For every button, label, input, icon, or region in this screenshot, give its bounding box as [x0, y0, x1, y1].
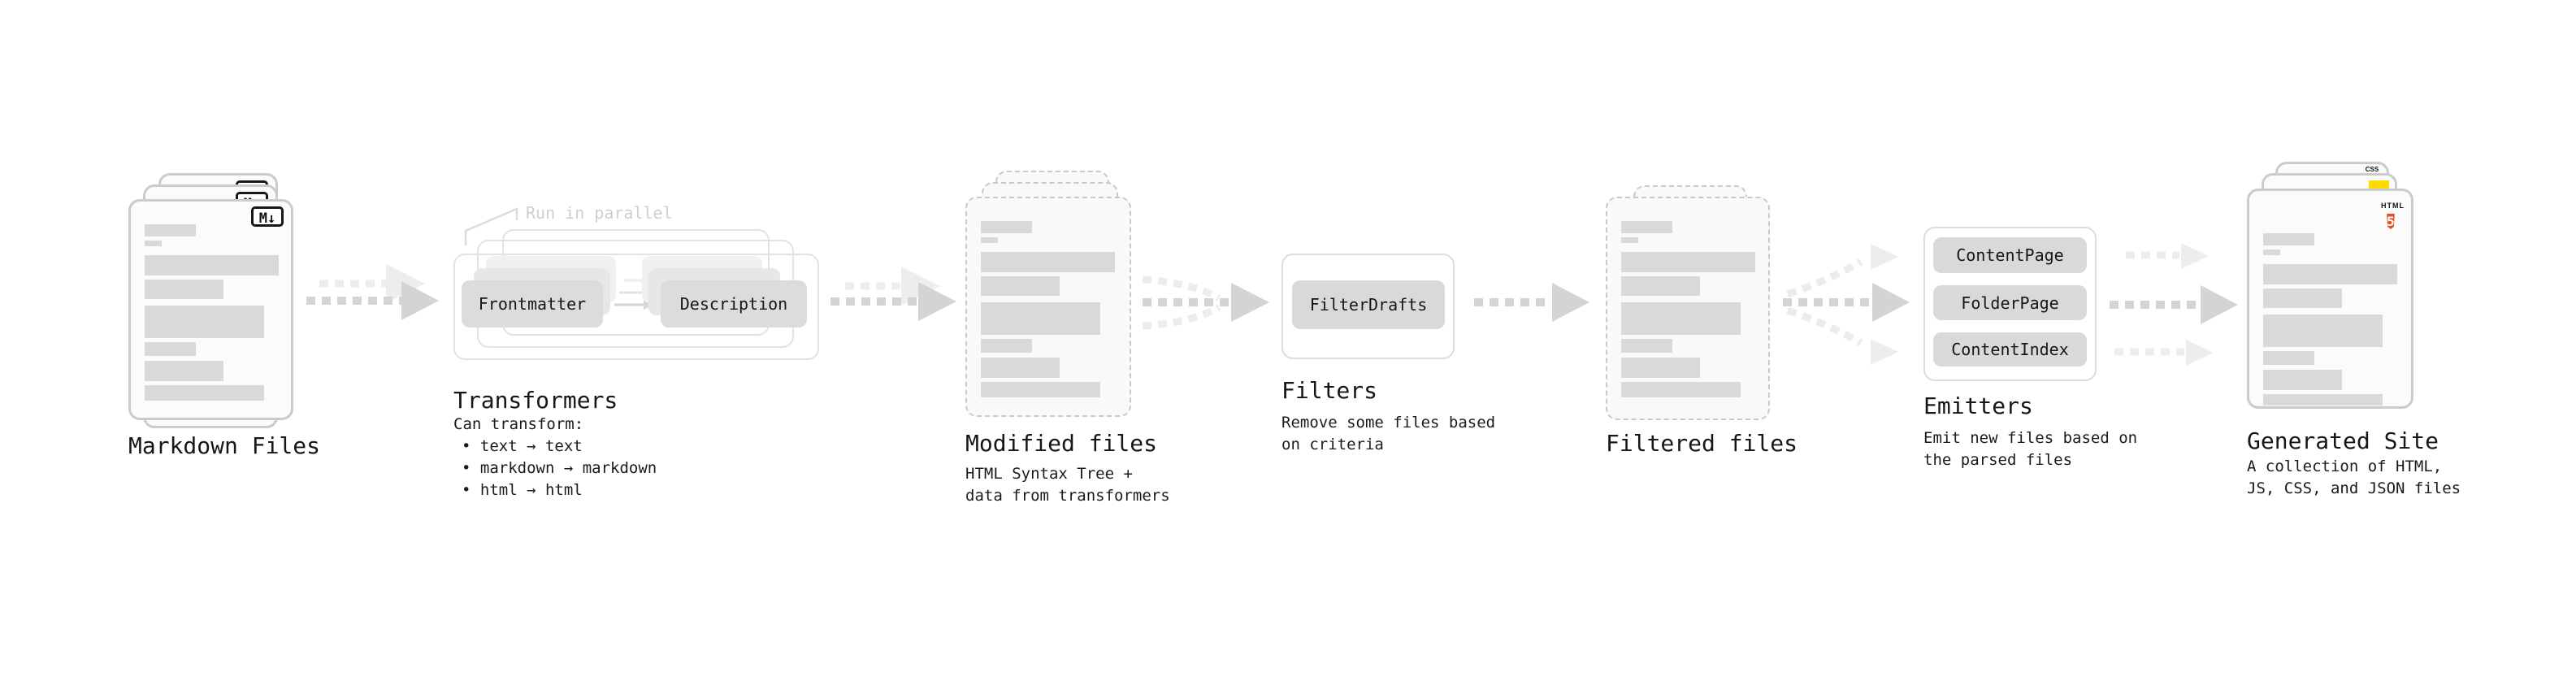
file-card-bar [145, 361, 223, 381]
stage-label: Transformers [453, 387, 618, 414]
description-line: Remove some files based [1281, 414, 1496, 432]
file-card-bar [2263, 314, 2383, 347]
stage-description: Emit new files based on the parsed files [1923, 427, 2137, 471]
emitter-box-folderpage: FolderPage [1933, 285, 2087, 320]
file-card-bar [145, 385, 264, 401]
file-card-bar [1621, 302, 1741, 335]
file-text-bars [2263, 233, 2397, 406]
file-card-bar [145, 255, 279, 275]
file-card-bar [145, 306, 264, 338]
file-card-bar [2263, 394, 2383, 406]
stage-description: Can transform: • text → text • markdown … [453, 414, 657, 501]
arrow-transformers-to-modified [830, 267, 956, 321]
js-icon [2369, 180, 2389, 190]
stage-label: Filtered files [1606, 430, 1798, 457]
emitter-box-contentpage: ContentPage [1933, 237, 2087, 273]
stage-label: Emitters [1923, 393, 2033, 419]
file-card-bar [1621, 276, 1700, 296]
file-card-bar [145, 241, 162, 246]
arrow-filters-to-filtered [1474, 283, 1589, 322]
transformer-container [453, 254, 819, 360]
file-text-bars [145, 224, 279, 401]
file-card-bar [1621, 339, 1672, 353]
css-icon-text: CSS [2365, 166, 2379, 173]
description-line: A collection of HTML, [2247, 458, 2443, 475]
file-card-bar [2263, 233, 2314, 245]
html5-icon: HTML 5 [2381, 196, 2404, 232]
file-card-dashed [965, 197, 1131, 417]
file-card-bar [981, 237, 998, 243]
arrow-modified-to-filters [1142, 275, 1269, 330]
file-card-bar [981, 358, 1060, 378]
arrow-filtered-to-emitters [1783, 244, 1910, 365]
stage-description: A collection of HTML, JS, CSS, and JSON … [2247, 456, 2461, 500]
description-line: • markdown → markdown [462, 459, 657, 477]
html5-icon-shield: 5 [2387, 214, 2395, 229]
arrow-markdown-to-transformers [306, 264, 439, 320]
stage-description: Remove some files based on criteria [1281, 412, 1495, 456]
file-card-bar [2263, 264, 2397, 284]
stage-label: Modified files [965, 430, 1158, 457]
stage-label: Markdown Files [128, 432, 321, 459]
file-card-bar [2263, 370, 2342, 390]
file-text-bars [981, 221, 1115, 397]
description-line: • html → html [462, 481, 583, 499]
file-card-dashed [1606, 197, 1770, 420]
annotation-leader-line [464, 207, 518, 245]
file-card-bar [145, 342, 196, 356]
stage-description: HTML Syntax Tree + data from transformer… [965, 463, 1170, 507]
file-card-bar [1621, 237, 1638, 243]
file-card-bar [2263, 351, 2314, 365]
file-card-bar [1621, 221, 1672, 233]
file-text-bars [1621, 221, 1755, 397]
run-in-parallel-annotation: Run in parallel [526, 203, 673, 223]
file-card-bar [2263, 249, 2280, 255]
file-card-bar [981, 382, 1100, 397]
description-line: HTML Syntax Tree + [965, 465, 1133, 483]
file-card-bar [2263, 288, 2342, 308]
file-card: M↓ [128, 199, 293, 420]
emitter-box-contentindex: ContentIndex [1933, 332, 2087, 367]
description-line: JS, CSS, and JSON files [2247, 479, 2461, 497]
arrow-emitters-to-generated [2110, 243, 2238, 366]
description-line: • text → text [462, 437, 583, 455]
file-card-bar [145, 224, 196, 236]
description-line: on criteria [1281, 436, 1384, 453]
stage-label: Generated Site [2247, 427, 2439, 454]
file-card-bar [1621, 358, 1700, 378]
markdown-icon: M↓ [251, 206, 284, 227]
html5-icon-text: HTML [2381, 202, 2405, 210]
description-line: Can transform: [453, 415, 584, 433]
file-card-bar [981, 302, 1100, 335]
transformer-box-description: Description [661, 280, 807, 327]
file-card-bar [981, 252, 1115, 272]
file-card-bar [981, 276, 1060, 296]
file-card-bar [145, 280, 223, 299]
file-card-bar [981, 221, 1032, 233]
description-line: Emit new files based on [1923, 429, 2138, 447]
filter-box-filterdrafts: FilterDrafts [1292, 280, 1445, 329]
file-card-bar [981, 339, 1032, 353]
file-card-bar [1621, 382, 1741, 397]
stage-label: Filters [1281, 377, 1378, 404]
description-line: data from transformers [965, 487, 1170, 505]
file-card-bar [1621, 252, 1755, 272]
file-card: HTML 5 [2247, 189, 2413, 409]
description-line: the parsed files [1923, 451, 2073, 469]
transformer-box-frontmatter: Frontmatter [462, 280, 603, 327]
